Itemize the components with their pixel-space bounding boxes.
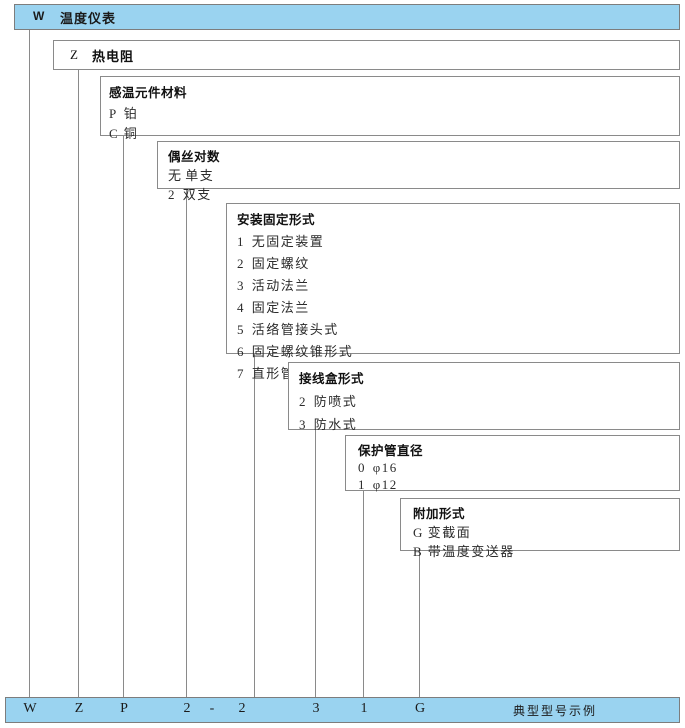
leader-line-additional — [419, 551, 420, 697]
example-char-z: Z — [74, 701, 84, 716]
row-text: 固定螺纹 — [251, 256, 310, 271]
row-code: 2 — [299, 394, 306, 409]
row-text: 铜 — [123, 126, 139, 141]
row-code: C — [109, 126, 119, 141]
example-note: 典型型号示例 — [512, 704, 598, 718]
group-row: 5 活络管接头式 — [237, 319, 679, 338]
group-title: 保护管直径 — [358, 443, 424, 458]
row-text: 单支 — [185, 168, 215, 183]
row-code: 1 — [358, 477, 365, 492]
example-char-mounting: 2 — [238, 701, 246, 716]
series-box-label: 热电阻 — [92, 50, 135, 65]
example-char-w: W — [23, 701, 37, 716]
row-text: 变截面 — [427, 525, 472, 540]
group-title: 安装固定形式 — [237, 212, 316, 227]
group-row: 1 无固定装置 — [237, 231, 679, 250]
example-char-hyphen: - — [209, 701, 215, 716]
group-row: 3 防水式 — [299, 414, 679, 433]
leader-line-p — [123, 136, 124, 697]
example-char-tube: 1 — [360, 701, 368, 716]
group-row: C 铜 — [109, 123, 679, 142]
leader-line-junction — [315, 430, 316, 697]
group-title: 接线盒形式 — [299, 371, 365, 386]
group-row: 6 固定螺纹锥形式 — [237, 341, 679, 360]
example-char-junction: 3 — [312, 701, 320, 716]
group-row: 2 固定螺纹 — [237, 253, 679, 272]
row-code: 3 — [299, 417, 306, 432]
group-row: B 带温度变送器 — [413, 541, 679, 560]
row-text: 防喷式 — [313, 394, 358, 409]
row-text: 活动法兰 — [251, 278, 310, 293]
group-title: 偶丝对数 — [168, 149, 221, 164]
row-code: 1 — [237, 234, 244, 249]
leader-line-pairs — [186, 189, 187, 697]
series-box-code: Z — [70, 47, 78, 62]
row-code: 2 — [237, 256, 244, 271]
row-code: 3 — [237, 278, 244, 293]
group-box-protection-tube-diameter: 保护管直径 0 φ16 1 φ12 — [345, 435, 680, 493]
example-char-p: P — [120, 701, 128, 716]
group-title: 感温元件材料 — [109, 85, 188, 100]
title-bar: W 温度仪表 — [14, 4, 680, 30]
group-row: 2 防喷式 — [299, 391, 679, 410]
row-code: G — [413, 525, 423, 540]
series-box: Z 热电阻 — [53, 40, 680, 70]
leader-line-z — [78, 70, 79, 697]
group-box-wire-pair-count: 偶丝对数 无 单支 2 双支 — [157, 141, 680, 202]
row-code: P — [109, 106, 117, 121]
row-text: 固定法兰 — [251, 300, 310, 315]
group-title: 附加形式 — [413, 506, 466, 521]
row-text: 防水式 — [313, 417, 358, 432]
group-row: 0 φ16 — [358, 460, 679, 476]
group-row: P 铂 — [109, 103, 679, 122]
group-box-additional-type: 附加形式 G 变截面 B 带温度变送器 — [400, 498, 680, 559]
leader-line-tube — [363, 491, 364, 697]
row-text: 无固定装置 — [251, 234, 325, 249]
example-model-bar: W Z P 2 - 2 3 1 G 典型型号示例 — [5, 697, 680, 723]
group-row: 2 双支 — [168, 184, 679, 203]
title-bar-label: 温度仪表 — [60, 12, 117, 27]
group-row: 1 φ12 — [358, 477, 679, 493]
row-text: φ12 — [372, 477, 398, 492]
leader-line-mounting — [254, 354, 255, 697]
row-code: 0 — [358, 460, 365, 475]
group-row: G 变截面 — [413, 522, 679, 541]
row-code: B — [413, 544, 423, 559]
example-char-additional: G — [414, 701, 426, 716]
title-bar-code: W — [33, 9, 45, 23]
row-code: 6 — [237, 344, 244, 359]
group-row: 无 单支 — [168, 165, 679, 184]
group-row: 4 固定法兰 — [237, 297, 679, 316]
group-box-junction-box-type: 接线盒形式 2 防喷式 3 防水式 — [288, 362, 680, 433]
group-box-mounting-fixing-type: 安装固定形式 1 无固定装置 2 固定螺纹 3 活动法兰 4 固定法兰 5 活络… — [226, 203, 680, 381]
row-code: 2 — [168, 187, 175, 202]
row-code: 无 — [168, 168, 182, 183]
row-text: 活络管接头式 — [251, 322, 339, 337]
row-text: 双支 — [182, 187, 212, 202]
group-row: 3 活动法兰 — [237, 275, 679, 294]
row-text: 铂 — [123, 106, 139, 121]
row-text: φ16 — [372, 460, 398, 475]
leader-line-w — [29, 30, 30, 697]
group-box-sensing-element-material: 感温元件材料 P 铂 C 铜 — [100, 76, 680, 141]
row-code: 7 — [237, 366, 244, 381]
example-char-pairs: 2 — [183, 701, 191, 716]
row-text: 带温度变送器 — [427, 544, 515, 559]
row-code: 5 — [237, 322, 244, 337]
row-code: 4 — [237, 300, 244, 315]
row-text: 固定螺纹锥形式 — [251, 344, 354, 359]
